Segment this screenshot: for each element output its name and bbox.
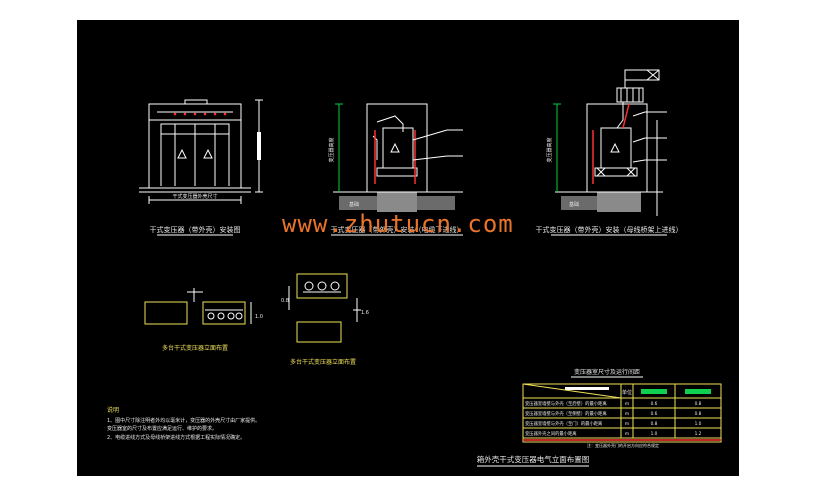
table-row: 变压器室墙壁与外壳（至侧壁）的最小距离 m 0.6 0.8	[525, 410, 702, 417]
view-1-width-label: 干式变压器外壳尺寸	[172, 193, 217, 200]
svg-text:变压器室墙壁与外壳（至门）的最小距离: 变压器室墙壁与外壳（至门）的最小距离	[525, 420, 603, 427]
view-2-foundation-label: 基础	[349, 201, 359, 208]
view-3-busbar-duct	[616, 69, 660, 103]
watermark: www.zhutucn.com	[282, 210, 514, 238]
drawing-sheet: 干式变压器外壳尺寸 干式变压器（带外壳）安装图 变压器高度 基础 干式变压器（带…	[77, 20, 739, 476]
view-3-foundation-label: 基础	[569, 201, 579, 208]
view-3-room-walls	[586, 103, 648, 192]
view-3-height-dimension	[553, 103, 561, 192]
svg-text:m: m	[625, 402, 629, 407]
plan-2-bushings	[303, 281, 341, 293]
view-3-foundation-block-left	[561, 196, 597, 210]
plan-2-transformer-a	[296, 273, 348, 299]
view-2-foundation-block-right	[417, 196, 455, 210]
table-row: 变压器室墙壁与外壳（至后壁）的最小距离 m 0.6 0.8	[525, 400, 702, 407]
view-1-enclosure-front	[139, 99, 251, 193]
table-row: 变压器外壳之间的最小距离 m 1.0 1.2	[525, 430, 702, 437]
svg-text:0.8: 0.8	[695, 401, 702, 407]
plan-2-dims	[288, 286, 361, 322]
cad-drawing: 干式变压器外壳尺寸 干式变压器（带外壳）安装图 变压器高度 基础 干式变压器（带…	[107, 69, 722, 467]
table-header-bar	[565, 387, 609, 390]
svg-text:1.0: 1.0	[651, 431, 658, 437]
view-1-width-dimension	[148, 196, 242, 204]
plan-1-depth-label: 1.0	[255, 314, 263, 320]
view-2-foundation-block-left	[339, 196, 377, 210]
table-header-green-b	[685, 389, 711, 394]
drawing-title: 箱外壳干式变压器电气立面布置图	[477, 454, 590, 464]
notes-title: 说明	[107, 406, 119, 414]
plan-2-caption: 多台干式变压器立面布置	[290, 358, 356, 366]
view-1-caption: 干式变压器（带外壳）安装图	[150, 225, 241, 234]
view-2-transformer-body	[372, 115, 418, 177]
table-row: 变压器室墙壁与外壳（至门）的最小距离 m 0.8 1.0	[525, 420, 702, 427]
svg-text:m: m	[625, 412, 629, 417]
view-3-caption: 干式变压器（带外壳）安装（母线桥架上进线）	[536, 225, 683, 234]
svg-text:1.0: 1.0	[695, 421, 702, 427]
svg-text:变压器室墙壁与外壳（至后壁）的最小距离: 变压器室墙壁与外壳（至后壁）的最小距离	[525, 400, 607, 407]
table-title: 变压器室尺寸及运行间距	[574, 368, 640, 376]
plan-2-left-label: 0.8	[281, 298, 289, 304]
view-3-foundation-block-right	[597, 192, 641, 212]
view-2-height-dimension	[335, 103, 343, 192]
svg-text:变压器外壳之间的最小距离: 变压器外壳之间的最小距离	[525, 430, 577, 437]
notes-line-1: 1、图中尺寸除注明者外均以毫米计，变压器的外壳尺寸由厂家提供。	[107, 417, 260, 424]
notes-line-2: 变压器室的尺寸及布置应满足运行、维护的要求。	[107, 425, 217, 432]
plan-1-transformer-b	[202, 301, 246, 325]
svg-text:0.6: 0.6	[651, 411, 658, 417]
plan-2-transformer-b	[296, 321, 342, 343]
spacing-table	[522, 383, 722, 443]
view-1-danger-symbols	[177, 148, 213, 159]
svg-text:1.2: 1.2	[695, 431, 702, 437]
svg-text:0.6: 0.6	[651, 401, 658, 407]
plan-2-width-label: 1.6	[361, 310, 369, 316]
svg-text:0.8: 0.8	[695, 411, 702, 417]
view-2-cable-trench	[377, 192, 417, 212]
plan-1-caption: 多台干式变压器立面布置	[162, 344, 228, 352]
svg-text:0.8: 0.8	[651, 421, 658, 427]
view-2-leaders	[412, 129, 463, 161]
svg-text:m: m	[625, 422, 629, 427]
view-1-height-label	[257, 132, 261, 160]
view-2-caption: 干式变压器（带外壳）安装（电缆下进线）	[331, 225, 464, 234]
notes-line-3: 2、电缆进线方式及母线桥架进线方式根据工程实际情况确定。	[107, 434, 245, 441]
svg-text:变压器室墙壁与外壳（至侧壁）的最小距离: 变压器室墙壁与外壳（至侧壁）的最小距离	[525, 410, 607, 417]
table-header-green-a	[641, 389, 667, 394]
view-3-leaders	[632, 111, 667, 163]
view-1-detail-marks	[173, 112, 227, 116]
plan-1-dims	[187, 288, 252, 324]
table-footer-note: 注：变压器外壳门的开启方向应符合规定	[587, 442, 659, 448]
view-3-busbar-red	[592, 103, 630, 184]
table-unit-header: 单位	[622, 389, 632, 396]
plan-1-bushings	[205, 309, 243, 320]
view-3-height-label: 变压器高度	[546, 137, 553, 162]
svg-text:m: m	[625, 432, 629, 437]
view-2-height-label: 变压器高度	[328, 137, 335, 162]
view-3-transformer-body	[594, 102, 638, 177]
plan-1-transformer-a	[144, 301, 188, 325]
